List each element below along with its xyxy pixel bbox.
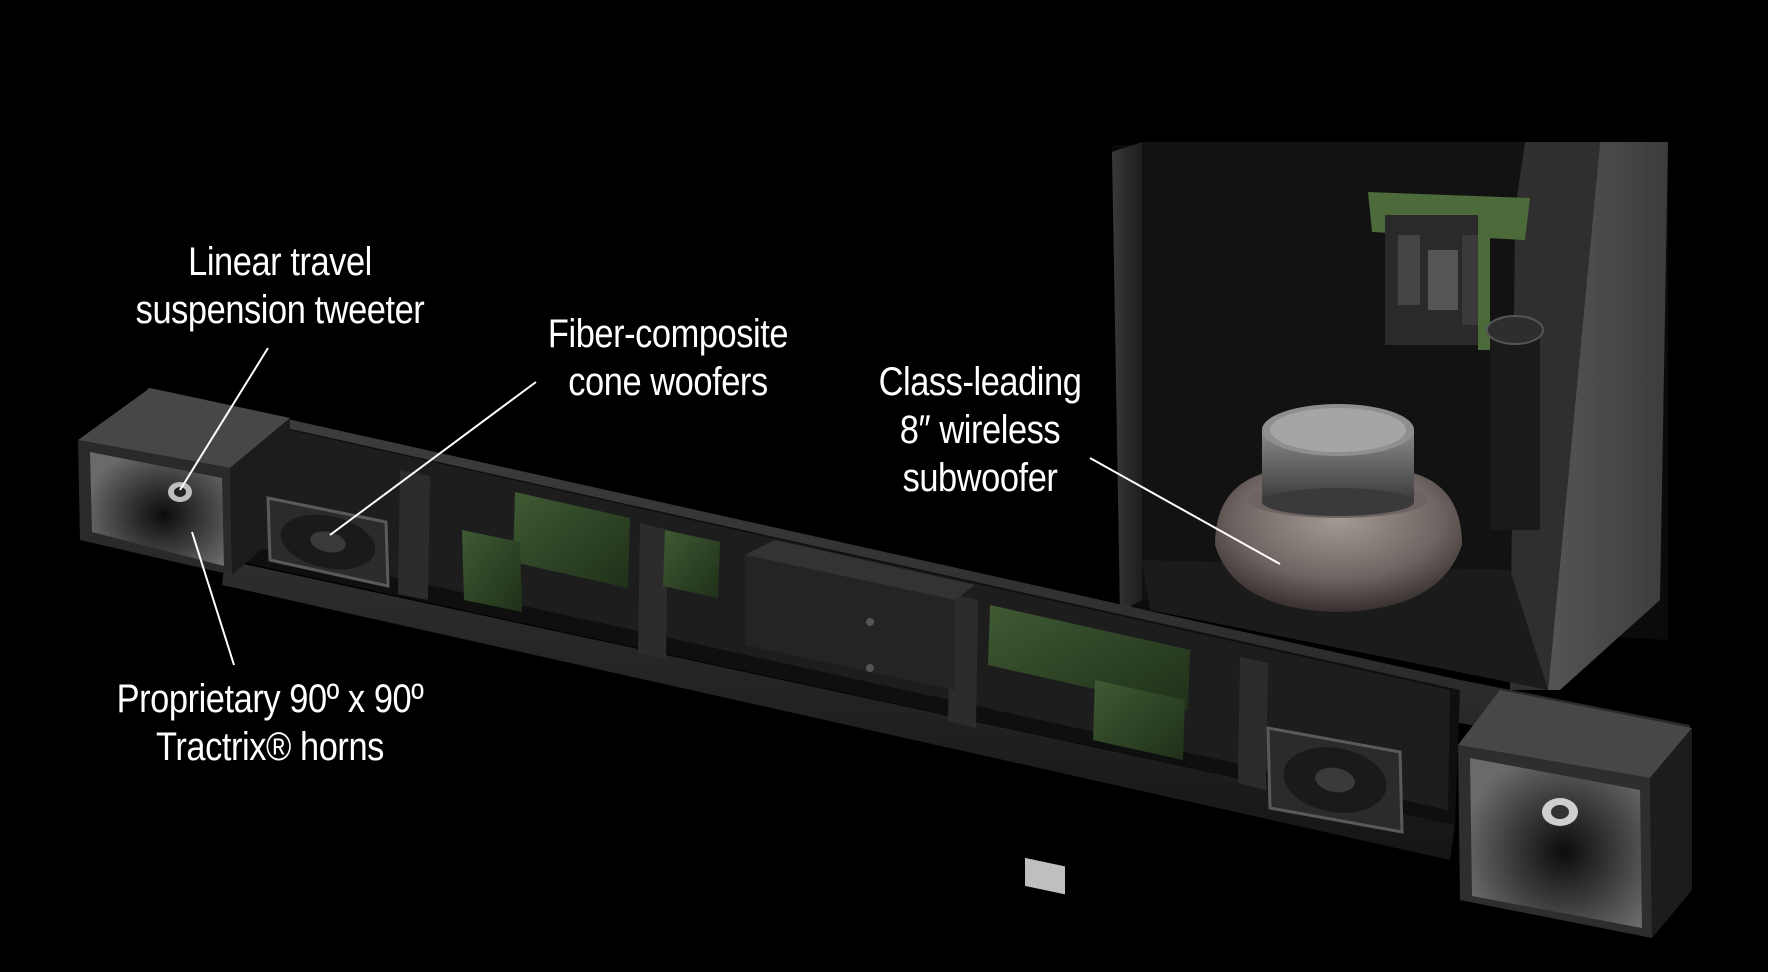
subwoofer-port-tube [1486, 315, 1544, 530]
left-tractrix-horn [90, 452, 224, 566]
woofer-callout: Fiber-composite cone woofers [505, 310, 832, 406]
subwoofer-callout-line-3: subwoofer [902, 456, 1058, 500]
woofer-callout-line-2: cone woofers [568, 360, 768, 404]
circuit-boards [462, 492, 1190, 895]
subwoofer-callout: Class-leading 8″ wireless subwoofer [842, 358, 1117, 502]
subwoofer-driver [1215, 404, 1462, 612]
tweeter-callout-line-2: suspension tweeter [135, 288, 425, 332]
leader-lines [179, 347, 1281, 666]
tweeter-callout-line-1: Linear travel [188, 240, 372, 284]
woofer-leader-line [329, 381, 537, 536]
soundbar-body [78, 388, 1692, 938]
horns-callout-line-1: Proprietary 90º x 90º [116, 677, 424, 721]
center-amplifier-module [745, 540, 975, 690]
tweeter-callout: Linear travel suspension tweeter [108, 238, 452, 334]
subwoofer-leader-line [1089, 457, 1281, 565]
horns-callout: Proprietary 90º x 90º Tractrix® horns [72, 675, 468, 771]
woofer-callout-line-1: Fiber-composite [547, 312, 789, 356]
subwoofer-amplifier-board [1368, 192, 1530, 350]
subwoofer-cabinet [1112, 142, 1668, 690]
right-woofer [1266, 726, 1404, 834]
horns-callout-line-2: Tractrix® horns [156, 725, 384, 769]
tweeter-leader-line [179, 347, 269, 491]
left-woofer [266, 496, 390, 588]
subwoofer-callout-line-2: 8″ wireless [899, 408, 1061, 452]
horns-leader-line [191, 531, 235, 666]
right-tractrix-horn [1470, 758, 1642, 928]
subwoofer-callout-line-1: Class-leading [878, 360, 1082, 404]
